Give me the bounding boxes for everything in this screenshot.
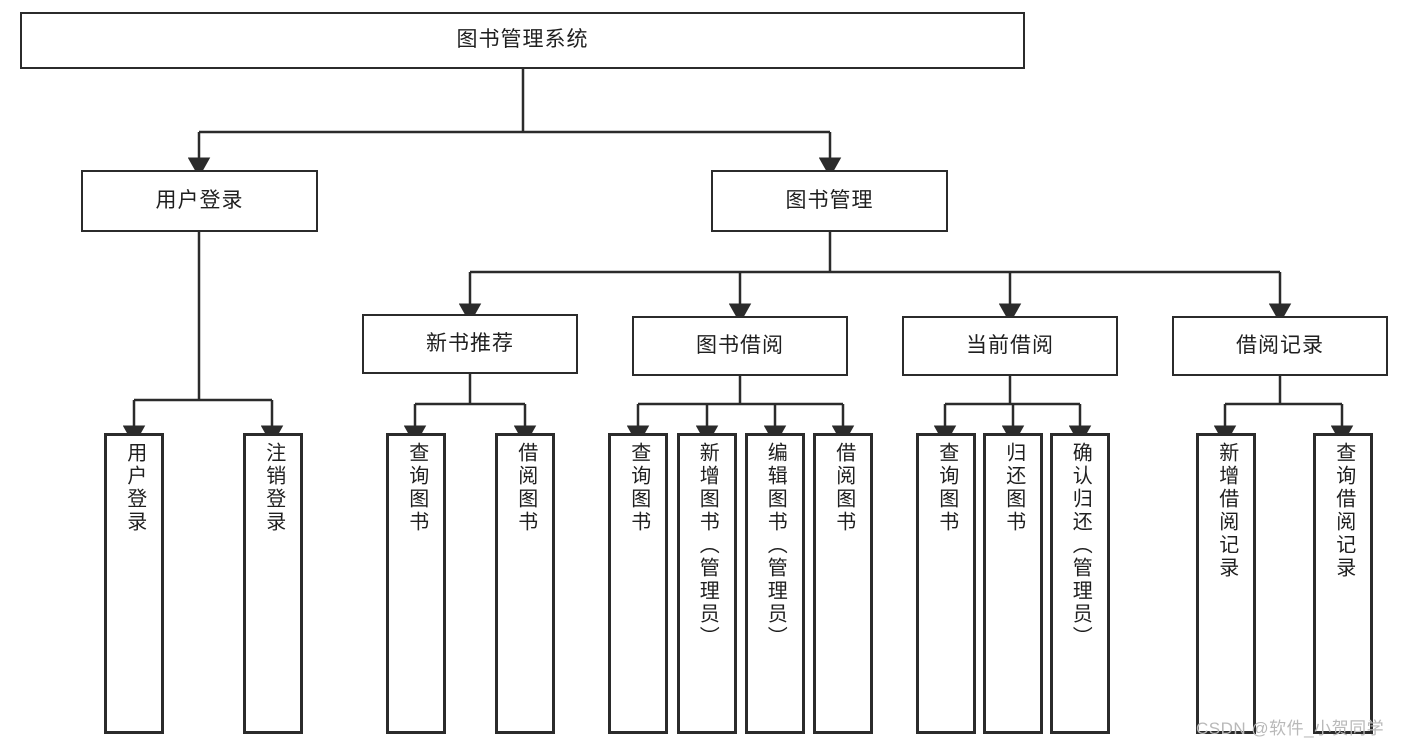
node-label: 借阅记录 [1236,333,1324,357]
node-user-login[interactable]: 用户登录 [81,170,318,232]
node-label: 用户登录 [155,188,244,212]
leaf-user-login[interactable]: 用户登录 [104,433,164,734]
node-new-book-recommend[interactable]: 新书推荐 [362,314,578,374]
leaf-add-borrow-record[interactable]: 新增借阅记录 [1196,433,1256,734]
node-label: 图书借阅 [696,333,784,357]
node-borrow-record[interactable]: 借阅记录 [1172,316,1388,376]
leaf-label: 新增借阅记录 [1215,442,1238,580]
leaf-return-book[interactable]: 归还图书 [983,433,1043,734]
leaf-query-book-current[interactable]: 查询图书 [916,433,976,734]
leaf-label: 查询图书 [627,442,650,534]
leaf-borrow-book[interactable]: 借阅图书 [813,433,873,734]
leaf-label: 用户登录 [123,442,146,534]
leaf-query-borrow-record[interactable]: 查询借阅记录 [1313,433,1373,734]
leaf-label: 查询图书 [405,442,428,534]
leaf-label: 查询图书 [935,442,958,534]
leaf-label: 归还图书 [1002,442,1025,534]
leaf-query-book-recommend[interactable]: 查询图书 [386,433,446,734]
node-book-borrow[interactable]: 图书借阅 [632,316,848,376]
watermark: CSDN @软件_小贺同学 [1196,719,1385,738]
leaf-label: 查询借阅记录 [1332,442,1355,580]
leaf-borrow-book-recommend[interactable]: 借阅图书 [495,433,555,734]
node-book-management[interactable]: 图书管理 [711,170,948,232]
leaf-label: 借阅图书 [832,442,855,534]
node-current-borrow[interactable]: 当前借阅 [902,316,1118,376]
leaf-confirm-return-admin[interactable]: 确认归还（管理员） [1050,433,1110,734]
leaf-label: 新增图书（管理员） [696,442,719,649]
node-label: 当前借阅 [966,333,1054,357]
leaf-label: 借阅图书 [514,442,537,534]
leaf-user-logout[interactable]: 注销登录 [243,433,303,734]
leaf-label: 确认归还（管理员） [1069,442,1092,649]
node-root-book-management-system[interactable]: 图书管理系统 [20,12,1025,69]
leaf-edit-book-admin[interactable]: 编辑图书（管理员） [745,433,805,734]
leaf-label: 编辑图书（管理员） [764,442,787,649]
node-label: 新书推荐 [426,331,514,355]
leaf-add-book-admin[interactable]: 新增图书（管理员） [677,433,737,734]
leaf-label: 注销登录 [262,442,285,534]
leaf-query-book-borrow[interactable]: 查询图书 [608,433,668,734]
node-label: 图书管理 [785,188,874,212]
node-label: 图书管理系统 [456,28,589,52]
